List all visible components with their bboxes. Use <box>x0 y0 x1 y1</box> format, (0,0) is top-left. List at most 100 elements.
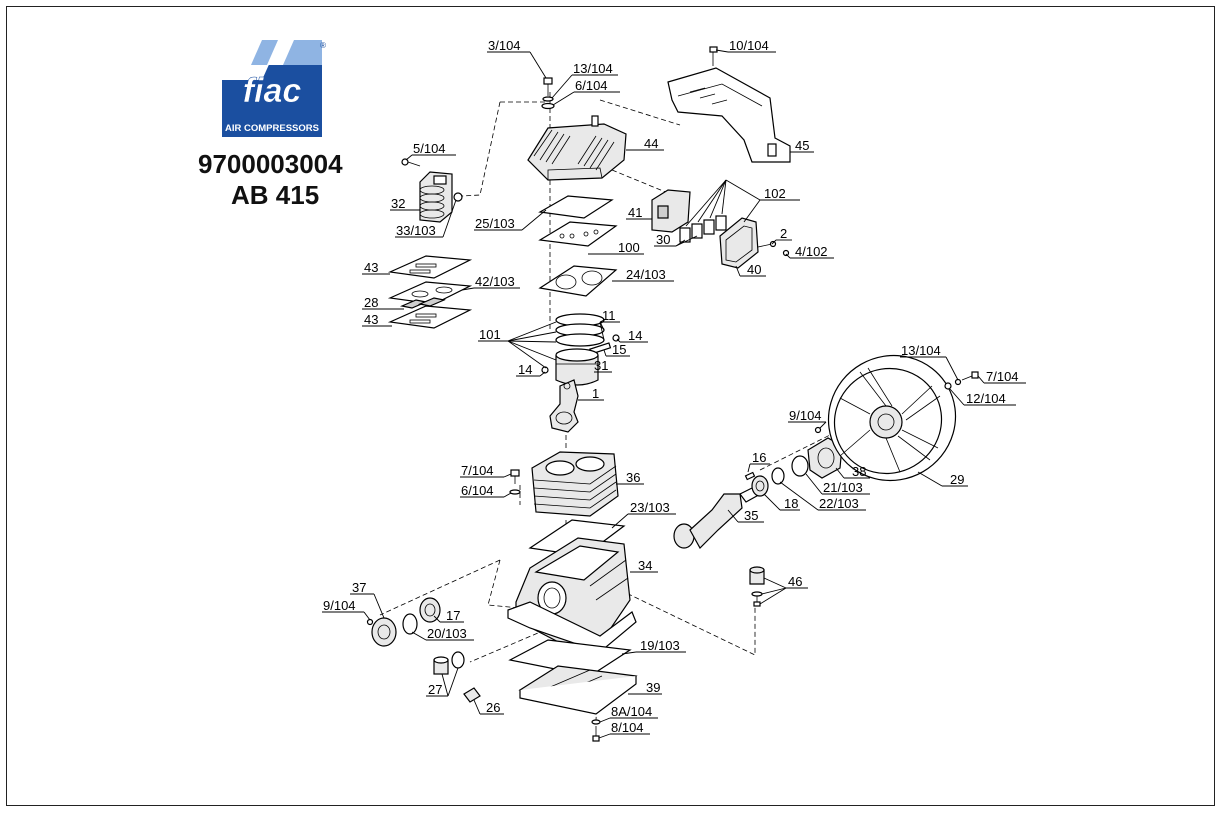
callout-37: 37 <box>352 580 366 595</box>
callout-11: 11 <box>602 308 616 323</box>
callout-36: 36 <box>626 470 640 485</box>
callout-40: 40 <box>747 262 761 277</box>
callout-39: 39 <box>646 680 660 695</box>
registered-mark: ® <box>320 41 326 50</box>
part-30-filter-cartridges <box>679 215 727 243</box>
assembly-lines <box>379 92 841 721</box>
callout-23-103: 23/103 <box>630 500 670 515</box>
callout-26: 26 <box>486 700 500 715</box>
callout-28: 28 <box>364 295 378 310</box>
screw-7-104-flywheel <box>961 371 979 381</box>
washer-13-104 <box>542 96 554 102</box>
screw-7-104-cylinder <box>510 469 520 484</box>
callout-13-104-flywheel: 13/104 <box>901 343 941 358</box>
callout-7-104-cylinder: 7/104 <box>461 463 494 478</box>
callout-15: 15 <box>612 342 626 357</box>
part-17-bearing <box>419 597 441 623</box>
callout-41: 41 <box>628 205 642 220</box>
callout-5-104: 5/104 <box>413 141 446 156</box>
part-39-bottom-cover <box>518 665 638 715</box>
callout-22-103: 22/103 <box>819 496 859 511</box>
callout-27: 27 <box>428 682 442 697</box>
callout-6-104-cylinder: 6/104 <box>461 483 494 498</box>
callout-9-104-flange: 9/104 <box>789 408 822 423</box>
part-18-bearing <box>751 475 769 497</box>
washer-13-104-flywheel <box>954 378 962 386</box>
callout-44: 44 <box>644 136 658 151</box>
washer-33-103 <box>453 192 463 202</box>
part-37-bearing-cover <box>371 617 397 647</box>
part-31-piston <box>555 348 599 386</box>
part-1-connecting-rod <box>549 379 579 433</box>
model-code: 9700003004 <box>198 149 343 179</box>
fiac-logo: fiac AIR COMPRESSORS ® <box>222 40 326 137</box>
part-40-filter-cover <box>719 217 759 269</box>
screw-4-102 <box>782 249 790 257</box>
screw-2 <box>757 240 777 248</box>
callout-9-104-cover: 9/104 <box>323 598 356 613</box>
callout-31: 31 <box>594 358 608 373</box>
part-27-oil-plug <box>433 651 465 675</box>
screw-10-104 <box>709 46 718 66</box>
gasket-24-103 <box>538 265 618 297</box>
screw-5-104 <box>401 158 421 167</box>
callout-32: 32 <box>391 196 405 211</box>
washer-12-104 <box>944 382 952 390</box>
drawing-border <box>6 6 1215 806</box>
part-11-piston-rings <box>555 313 605 347</box>
oring-22-103 <box>771 467 785 485</box>
oring-21-103 <box>791 455 809 477</box>
callout-13-104: 13/104 <box>573 61 613 76</box>
part-34-crankcase <box>507 537 637 653</box>
callout-12-104: 12/104 <box>966 391 1006 406</box>
callout-33-103: 33/103 <box>396 223 436 238</box>
callout-16: 16 <box>752 450 766 465</box>
callout-14-right: 14 <box>628 328 642 343</box>
part-26-drain-plug <box>463 687 481 703</box>
callout-2: 2 <box>780 226 787 241</box>
callout-18: 18 <box>784 496 798 511</box>
callout-19-103: 19/103 <box>640 638 680 653</box>
bolt-3-104 <box>543 77 553 96</box>
callout-35: 35 <box>744 508 758 523</box>
callout-4-102: 4/102 <box>795 244 828 259</box>
callout-100: 100 <box>618 240 640 255</box>
callout-7-104-flywheel: 7/104 <box>986 369 1019 384</box>
callout-43-bottom: 43 <box>364 312 378 327</box>
part-43-valve-plate-top <box>387 255 473 279</box>
gasket-25-103 <box>538 195 614 219</box>
callout-24-103: 24/103 <box>626 267 666 282</box>
callout-21-103: 21/103 <box>823 480 863 495</box>
callout-101: 101 <box>479 327 501 342</box>
part-36-cylinder <box>531 451 619 517</box>
part-29-flywheel <box>827 354 957 482</box>
callout-6-104: 6/104 <box>575 78 608 93</box>
screw-8-104 <box>592 726 600 742</box>
logo-tagline: AIR COMPRESSORS <box>225 123 319 134</box>
part-43-valve-plate-bottom <box>387 305 473 329</box>
callout-38: 38 <box>852 464 866 479</box>
callout-46: 46 <box>788 574 802 589</box>
washer-8a-104 <box>591 719 601 725</box>
callout-42-103: 42/103 <box>475 274 515 289</box>
washer-6-104 <box>541 102 555 110</box>
callout-3-104: 3/104 <box>488 38 521 53</box>
screw-9-104-cover <box>366 618 374 626</box>
callout-102: 102 <box>764 186 786 201</box>
callout-14-left: 14 <box>518 362 532 377</box>
part-45-cover <box>667 67 791 163</box>
callout-8a-104: 8A/104 <box>611 704 652 719</box>
model-name: AB 415 <box>231 180 320 210</box>
callout-45: 45 <box>795 138 809 153</box>
part-100-valve-plate <box>538 221 618 247</box>
part-28-reed <box>399 297 447 309</box>
washer-6-104-cylinder <box>509 489 521 495</box>
part-44-cylinder-head <box>527 115 627 181</box>
callout-8-104: 8/104 <box>611 720 644 735</box>
callout-30: 30 <box>656 232 670 247</box>
callout-43-top: 43 <box>364 260 378 275</box>
logo-wordmark: fiac <box>243 72 302 110</box>
callout-1: 1 <box>592 386 599 401</box>
part-46-breather <box>749 566 765 607</box>
